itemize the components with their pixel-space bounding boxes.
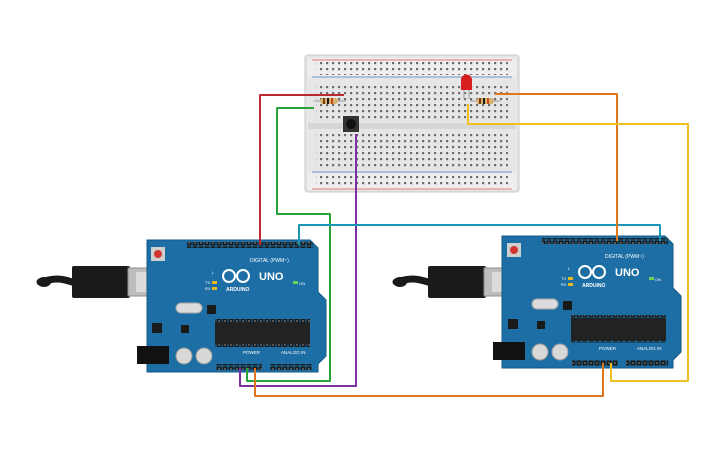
crystal-right bbox=[531, 298, 559, 310]
power-header-left bbox=[216, 364, 262, 370]
top-rail-holes bbox=[316, 62, 508, 75]
arduino-brand-text: ARDUINO bbox=[582, 283, 605, 289]
arduino-left[interactable]: UNO ARDUINO DIGITAL (PWM~) L TX RX ON PO… bbox=[36, 239, 327, 373]
power-jack-right bbox=[493, 342, 525, 360]
uno-logo-text: UNO bbox=[259, 271, 284, 283]
digital-header-right bbox=[542, 238, 668, 244]
l-label-right: L bbox=[568, 266, 571, 271]
breadboard-bottom-holes bbox=[316, 132, 508, 169]
atmega-chip-left bbox=[215, 322, 310, 344]
breadboard-channel bbox=[308, 123, 516, 129]
rx-label-right: RX bbox=[561, 282, 567, 287]
wire-yellow[interactable] bbox=[467, 104, 689, 382]
power-header-right bbox=[572, 360, 618, 366]
wire-green[interactable] bbox=[246, 107, 331, 382]
wire-purple[interactable] bbox=[239, 134, 357, 387]
crystal-left bbox=[175, 302, 203, 314]
l-label-left: L bbox=[212, 270, 215, 275]
resistor-left[interactable] bbox=[314, 98, 346, 104]
analog-header-right bbox=[626, 360, 668, 366]
digital-header-left bbox=[187, 242, 313, 248]
arduino-brand-text: ARDUINO bbox=[226, 287, 249, 293]
atmega-chip-right bbox=[571, 318, 666, 340]
led-red[interactable] bbox=[461, 74, 472, 100]
bottom-rail-holes bbox=[316, 174, 508, 187]
analog-label-right: ANALOG IN bbox=[637, 346, 662, 351]
resistor-right[interactable] bbox=[470, 98, 500, 104]
wire-teal[interactable] bbox=[298, 224, 661, 245]
arduino-logo-left: UNO ARDUINO bbox=[222, 269, 284, 293]
wire-orange-top[interactable] bbox=[495, 93, 618, 241]
analog-label-left: ANALOG IN bbox=[281, 350, 306, 355]
digital-label-left: DIGITAL (PWM~) bbox=[250, 258, 289, 264]
on-label-right: ON bbox=[655, 277, 661, 282]
tx-label-left: TX bbox=[205, 280, 210, 285]
uno-logo-text: UNO bbox=[615, 267, 640, 279]
power-label-right: POWER bbox=[599, 346, 617, 351]
pushbutton[interactable] bbox=[343, 116, 359, 132]
tx-label-right: TX bbox=[561, 276, 566, 281]
wire-red[interactable] bbox=[259, 94, 344, 245]
arduino-right[interactable]: UNO ARDUINO DIGITAL (PWM~) L TX RX ON PO… bbox=[392, 235, 682, 369]
wire-orange-bottom[interactable] bbox=[254, 363, 604, 397]
rx-label-left: RX bbox=[205, 286, 211, 291]
analog-header-left bbox=[270, 364, 312, 370]
arduino-logo-right: UNO ARDUINO bbox=[578, 265, 640, 289]
on-label-left: ON bbox=[299, 281, 305, 286]
power-label-left: POWER bbox=[243, 350, 261, 355]
digital-label-right: DIGITAL (PWM~) bbox=[605, 254, 644, 260]
power-jack-left bbox=[137, 346, 169, 364]
